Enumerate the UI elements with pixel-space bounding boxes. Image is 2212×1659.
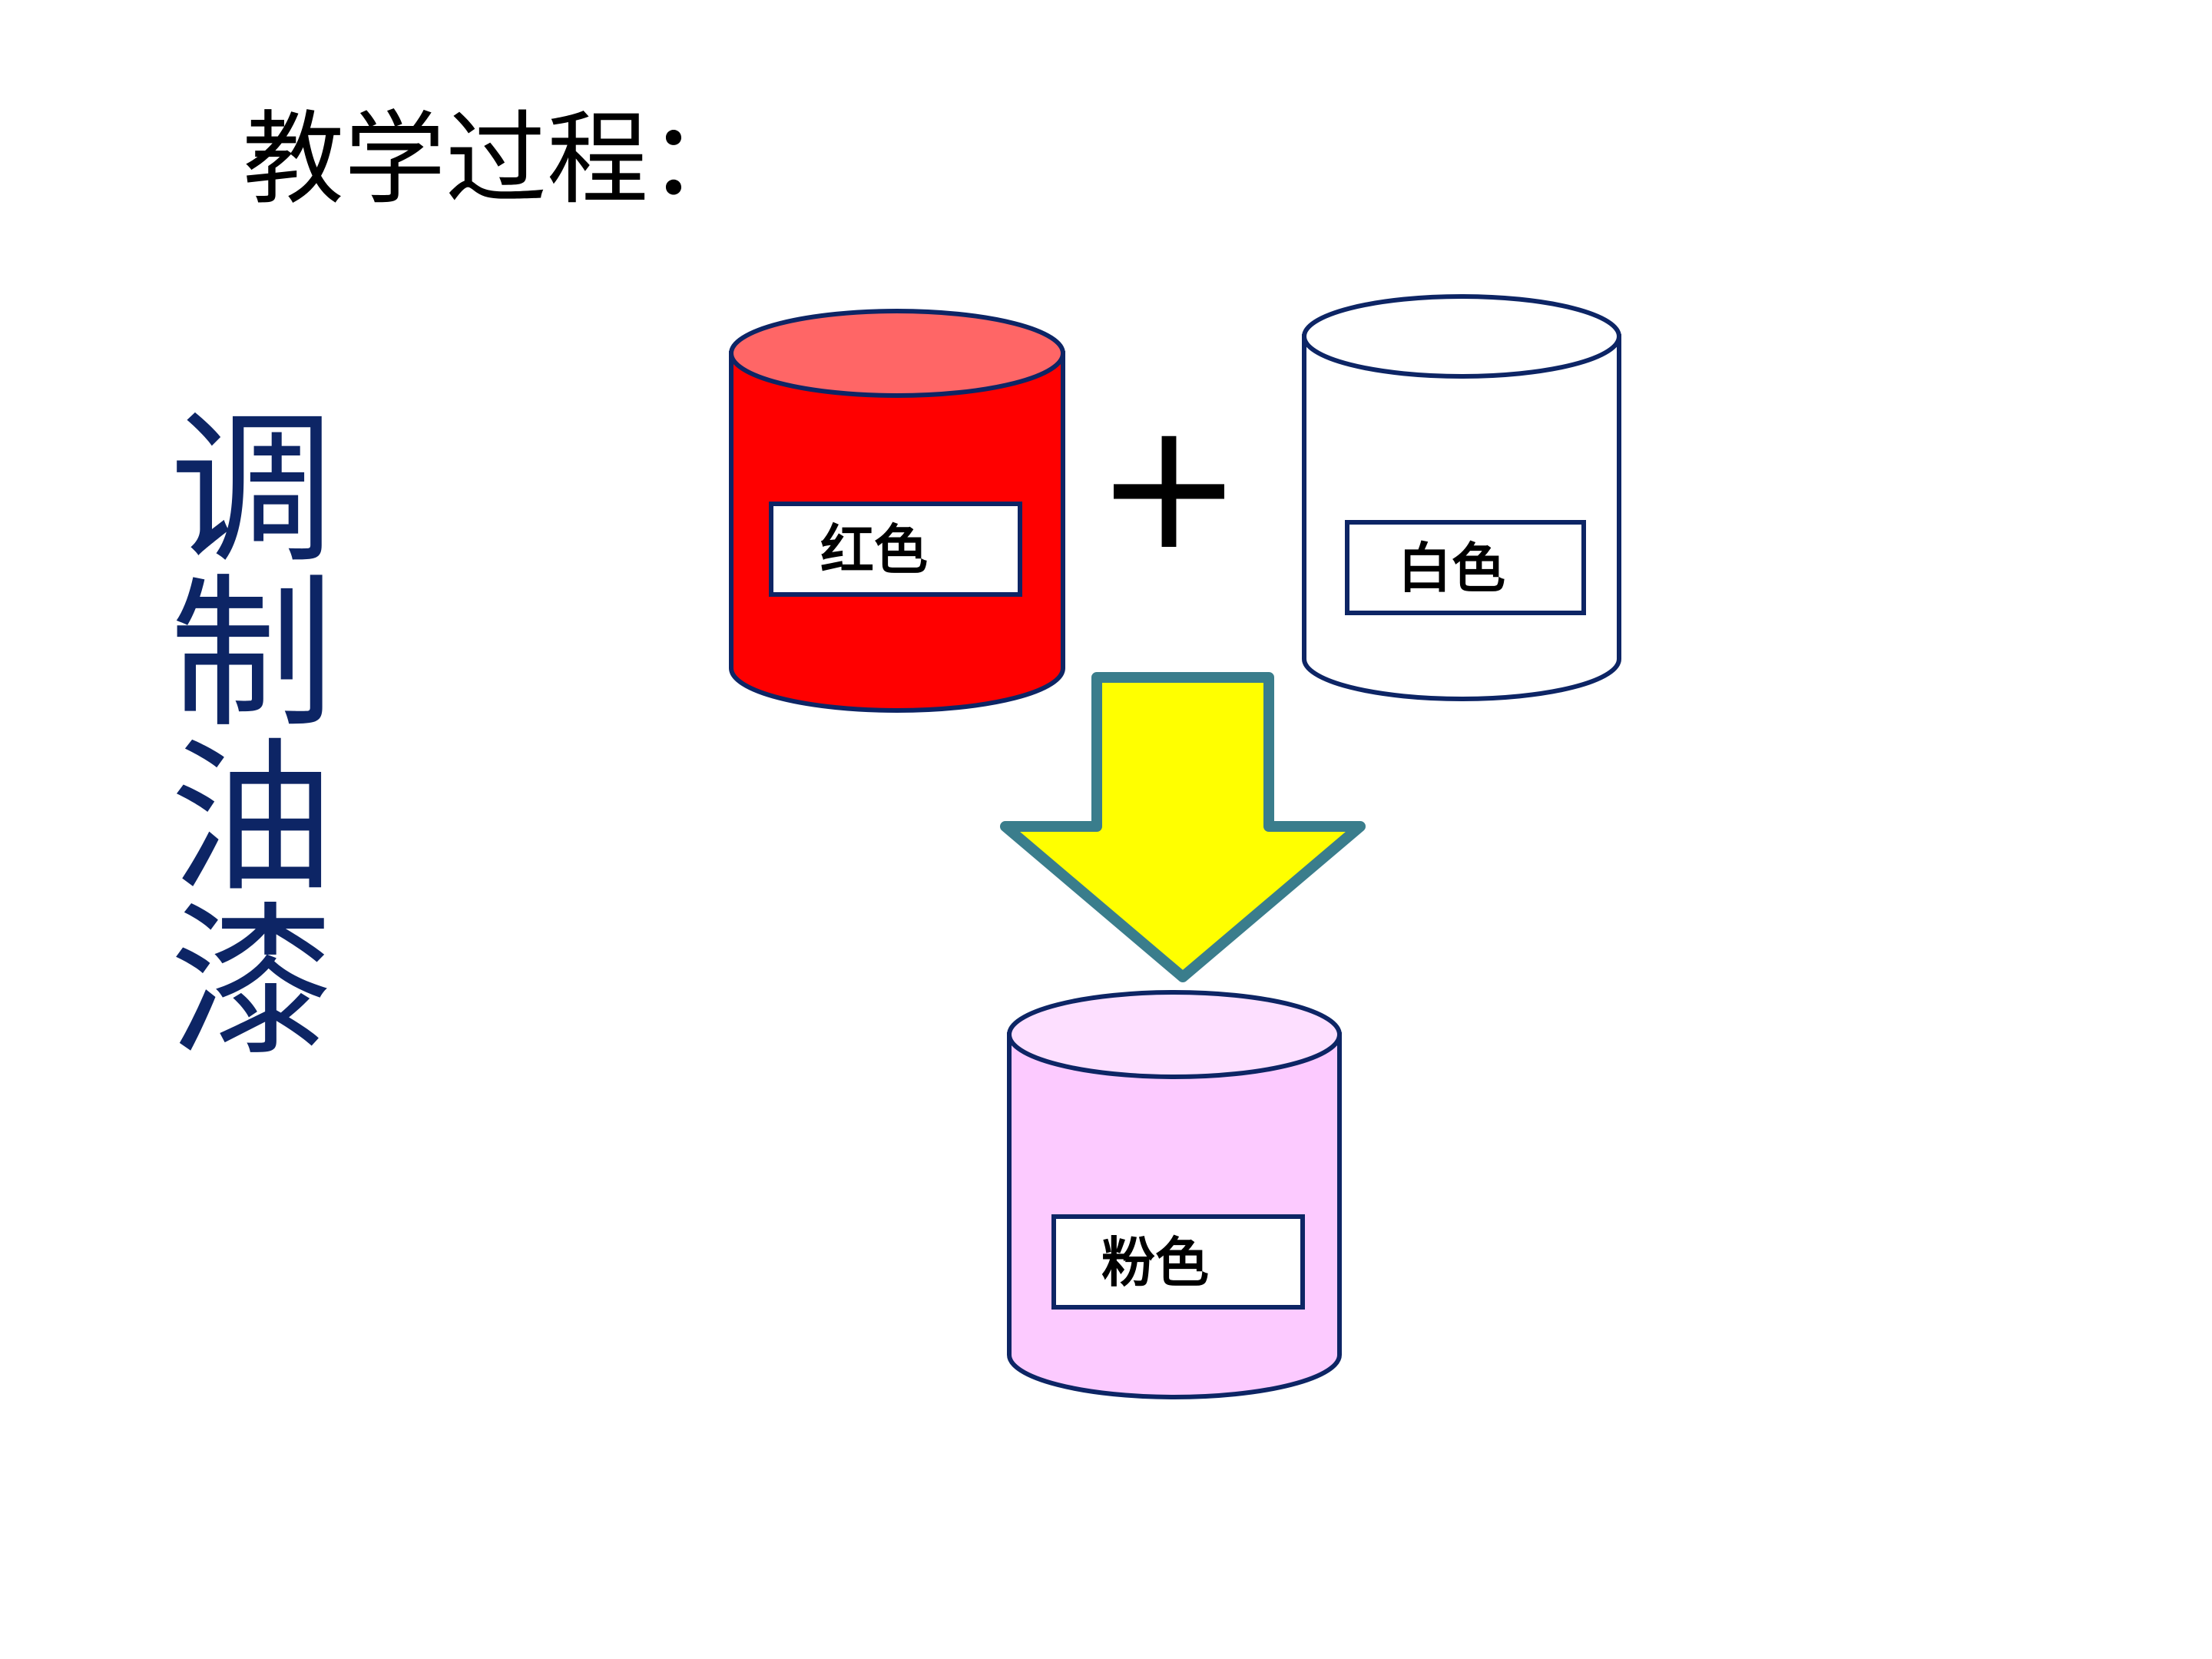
down-arrow-icon [1000,672,1366,982]
red-can-top [729,309,1065,398]
red-can-label-box [769,502,1022,597]
red-paint-can: 红色 [729,309,1065,713]
side-title-char: 油 [170,724,334,915]
white-can-label: 白色 [1398,537,1505,600]
pink-can-top [1007,990,1342,1079]
side-title-char: 制 [170,559,334,750]
side-title-char: 漆 [170,888,334,1079]
red-can-label: 红色 [820,518,928,581]
side-title-char: 调 [170,395,334,586]
pink-paint-can: 粉色 [1007,990,1342,1399]
pink-can-label-box [1051,1214,1305,1310]
plus-sign: + [1095,384,1243,589]
pink-can-label: 粉色 [1101,1231,1209,1294]
slide-title: 教学过程： [243,101,750,219]
side-title: 调 制 油 漆 [167,409,336,1066]
white-can-top [1302,294,1621,379]
white-can-body [1302,334,1621,701]
white-can-label-box [1345,520,1586,615]
white-paint-can: 白色 [1302,294,1621,701]
